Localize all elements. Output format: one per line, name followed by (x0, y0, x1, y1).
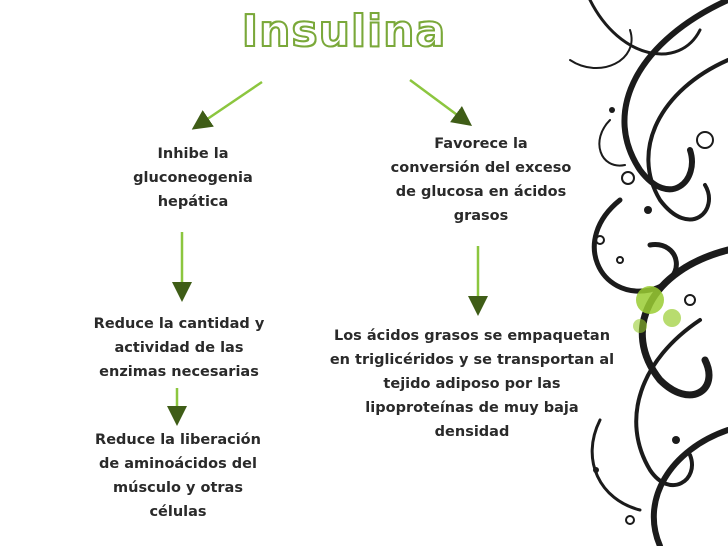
box-line: Reduce la cantidad y (93, 316, 265, 332)
box-line: Inhibe la (157, 146, 229, 162)
box-line: lipoproteínas de muy baja (365, 400, 579, 416)
box-line: actividad de las (114, 340, 244, 356)
box-line: grasos (453, 208, 509, 224)
box-line: Los ácidos grasos se empaquetan (333, 328, 611, 344)
box-line: Reduce la liberación (95, 432, 261, 448)
box-line: en triglicéridos y se transportan al (329, 352, 615, 368)
box-line: células (149, 504, 207, 520)
box-line: enzimas necesarias (99, 364, 259, 380)
acidos-grasos-box: Los ácidos grasos se empaquetan en trigl… (326, 324, 618, 444)
box-line: gluconeogenia (133, 170, 253, 186)
inhibe-gluconeogenia-box: Inhibe la gluconeogenia hepática (118, 142, 268, 214)
favorece-conversion-box: Favorece la conversión del exceso de glu… (376, 132, 586, 228)
arrow-title-to-right (409, 78, 473, 126)
box-line: músculo y otras (113, 480, 243, 496)
box-line: conversión del exceso (390, 160, 572, 176)
box-line: tejido adiposo por las (383, 376, 561, 392)
reduce-aminoacidos-box: Reduce la liberación de aminoácidos del … (86, 428, 270, 524)
box-line: densidad (434, 424, 510, 440)
box-line: hepática (157, 194, 229, 210)
arrow-title-to-left (191, 80, 263, 130)
box-line: de aminoácidos del (99, 456, 257, 472)
box-line: de glucosa en ácidos (395, 184, 567, 200)
reduce-enzimas-box: Reduce la cantidad y actividad de las en… (86, 312, 272, 384)
diagram-title: Insulina (241, 5, 447, 58)
box-line: Favorece la (434, 136, 528, 152)
